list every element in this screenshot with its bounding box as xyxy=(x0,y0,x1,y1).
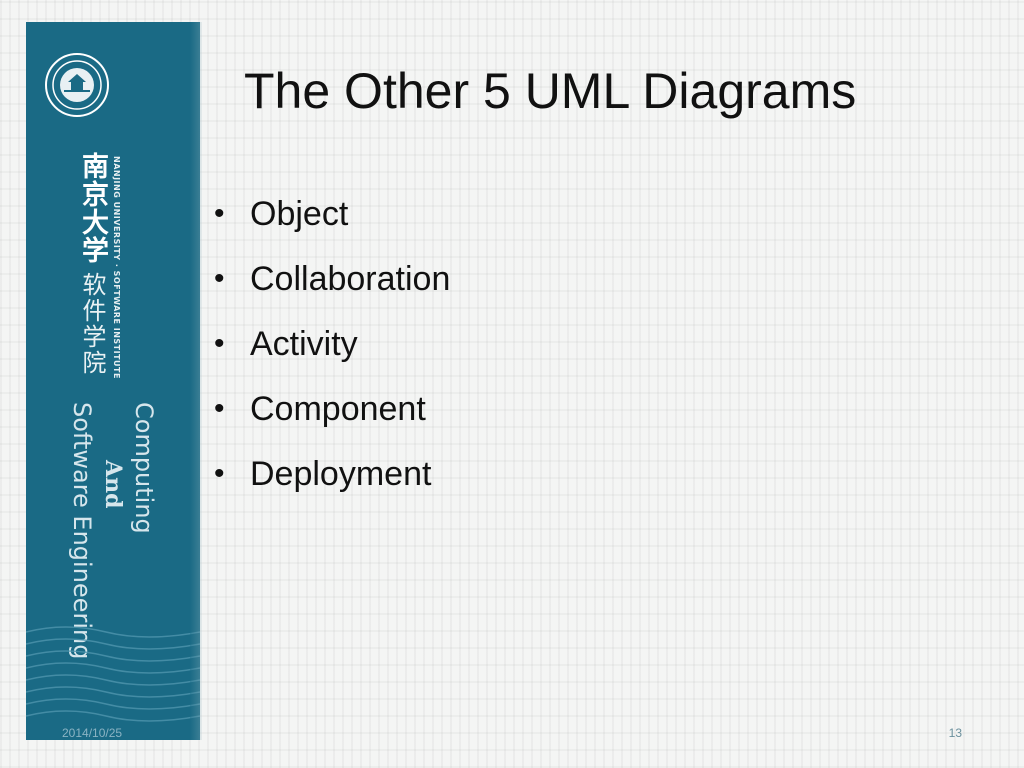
university-seal-icon xyxy=(45,53,109,117)
list-item: • Activity xyxy=(212,318,450,383)
list-item: • Collaboration xyxy=(212,253,450,318)
university-name-en: NANJING UNIVERSITY · SOFTWARE INSTITUTE xyxy=(112,156,121,379)
footer-date: 2014/10/25 xyxy=(62,726,123,740)
bullet-icon: • xyxy=(214,197,225,230)
bullet-icon: • xyxy=(214,392,225,425)
bullet-icon: • xyxy=(214,327,225,360)
sidebar-banner: 南京大学 软件学院 NANJING UNIVERSITY · SOFTWARE … xyxy=(26,22,200,740)
wave-decoration xyxy=(26,626,200,722)
bullet-list: • Object • Collaboration • Activity • Compon… xyxy=(212,188,450,513)
sidebar-edge xyxy=(190,22,202,740)
department-line-software-engineering: Software Engineering xyxy=(68,402,96,660)
list-item-text: Object xyxy=(250,195,349,233)
page-number: 13 xyxy=(948,726,962,740)
university-name-cn: 南京大学 xyxy=(77,152,108,264)
slide-title: The Other 5 UML Diagrams xyxy=(244,63,857,119)
list-item: • Deployment xyxy=(212,448,450,513)
bullet-icon: • xyxy=(214,262,225,295)
list-item-text: Deployment xyxy=(250,455,432,493)
list-item: • Component xyxy=(212,383,450,448)
department-line-and: And xyxy=(100,460,126,509)
bullet-icon: • xyxy=(214,457,225,490)
list-item: • Object xyxy=(212,188,450,253)
department-name: Computing And Software Engineering xyxy=(60,402,160,732)
list-item-text: Component xyxy=(250,390,426,428)
department-line-computing: Computing xyxy=(130,402,158,534)
list-item-text: Activity xyxy=(250,325,358,363)
institute-name-cn: 软件学院 xyxy=(78,272,106,376)
list-item-text: Collaboration xyxy=(250,260,451,298)
